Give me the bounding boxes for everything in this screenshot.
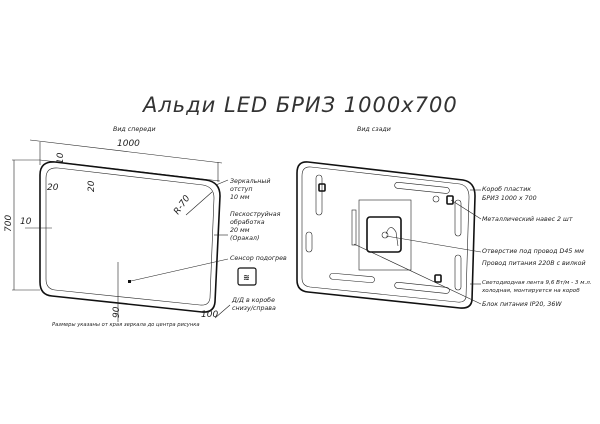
svg-text:≋: ≋ xyxy=(243,273,250,282)
hanger-icon xyxy=(318,183,326,192)
back-view-label: Вид сзади xyxy=(357,126,391,133)
psu-icon xyxy=(351,209,357,246)
dim-side-inner: 20 xyxy=(47,183,59,193)
callout-hole: Отверстие под провод D45 мм xyxy=(482,248,584,255)
drawing-title: Альди LED БРИЗ 1000x700 xyxy=(141,93,458,117)
callout-psu: Блок питания IP20, 36W xyxy=(482,301,562,308)
callout-led: Светодиодная лента 9,6 Вт/м - 3 м.л. хол… xyxy=(481,280,593,294)
footnote: Размеры указаны от края зеркала до центр… xyxy=(52,322,200,328)
dim-width: 1000 xyxy=(117,139,140,149)
front-view-label: Вид спереди xyxy=(113,126,156,133)
dim-height: 700 xyxy=(4,215,14,232)
dim-sensor-bottom: 90 xyxy=(112,306,122,318)
mirror-inner-outline xyxy=(45,167,215,306)
back-view: Вид сзади Короб пластик БРИЗ 1000 х 700 xyxy=(296,126,593,309)
mounting-slots xyxy=(305,174,462,294)
sensor-point xyxy=(128,280,131,283)
dim-box-side: 100 xyxy=(201,310,218,320)
wiring-box xyxy=(366,216,402,253)
cable-plug-icon xyxy=(385,227,399,247)
front-view: Вид спереди 1000 700 10 20 20 R-70 10 90… xyxy=(4,126,287,328)
dim-top-offset: 10 xyxy=(56,152,66,164)
sensor-icon: ≋ xyxy=(237,267,257,286)
callout-sensor: Сенсор подогрев xyxy=(230,255,287,262)
mirror-outline xyxy=(39,161,221,313)
callout-sandblast: Пескоструйная обработка 20 мм (Оракал) xyxy=(230,211,282,242)
dim-side-offset: 10 xyxy=(20,217,32,227)
callout-cable: Провод питания 220В с вилкой xyxy=(482,260,586,267)
box-outline xyxy=(296,161,476,309)
callout-box: Короб пластик БРИЗ 1000 х 700 xyxy=(482,185,537,202)
callout-junction: Д/Д в коробе снизу/справа xyxy=(231,296,277,312)
callout-hanger: Металлический навес 2 шт xyxy=(482,216,573,223)
cable-hole-icon xyxy=(381,231,389,239)
callout-mirror-offset: Зеркальный отступ 10 мм xyxy=(230,178,273,201)
dim-radius: R-70 xyxy=(172,194,192,217)
dim-top-inner: 20 xyxy=(87,180,97,192)
hanger-icon xyxy=(446,195,454,205)
